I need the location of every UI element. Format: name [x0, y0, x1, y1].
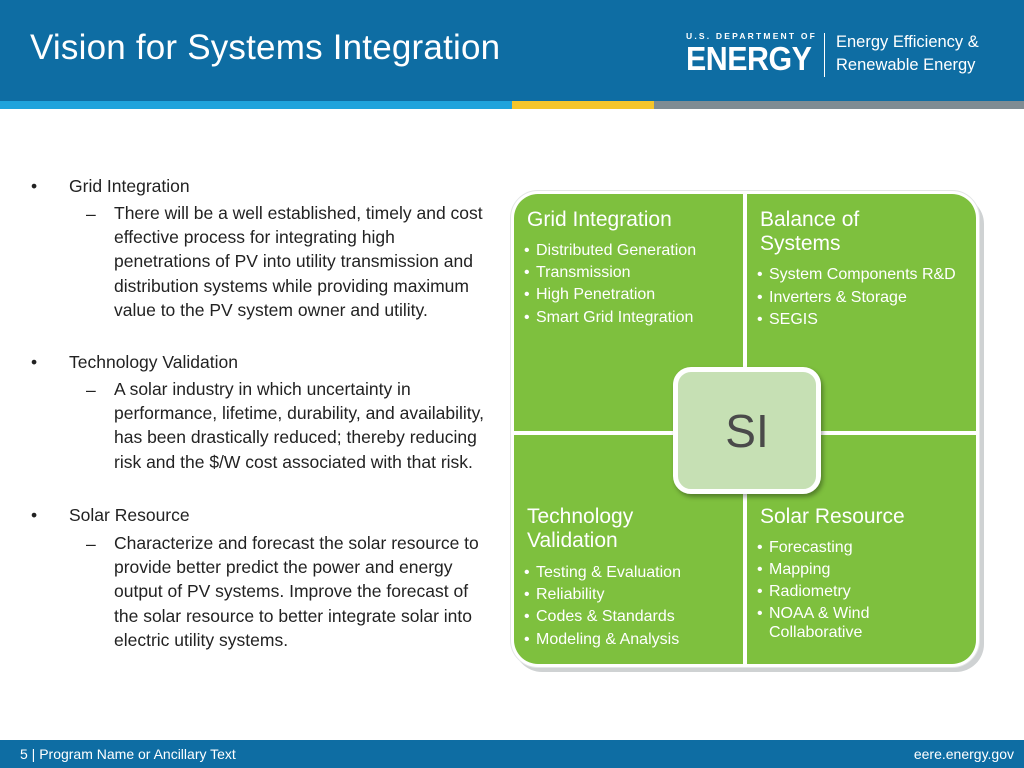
list-item: •Codes & Standards	[524, 608, 675, 626]
logo-eere-line-1: Energy Efficiency &	[836, 33, 979, 51]
footer-page-text: 5 | Program Name or Ancillary Text	[20, 746, 236, 762]
list-item: •Mapping	[757, 561, 831, 579]
doe-eere-logo: U.S. DEPARTMENT OF ENERGY Energy Efficie…	[686, 31, 1006, 81]
footer-website: eere.energy.gov	[913, 746, 1014, 762]
list-item: •Smart Grid Integration	[524, 308, 694, 326]
list-item: •High Penetration	[524, 286, 656, 304]
slide-footer: 5 | Program Name or Ancillary Text eere.…	[0, 740, 1024, 768]
bullet-detail-grid-integration: There will be a well established, timely…	[114, 203, 483, 320]
list-item: •Modeling & Analysis	[524, 630, 680, 648]
quadrant-title: Technology Validation	[527, 505, 634, 552]
quadrant-list: •System Components R&D •Inverters & Stor…	[757, 265, 962, 331]
quadrant-list: •Forecasting •Mapping •Radiometry •NOAA …	[757, 537, 907, 642]
bullet-detail-solar-resource: Characterize and forecast the solar reso…	[114, 533, 479, 650]
si-quadrant-diagram: Grid Integration •Distributed Generation…	[510, 190, 985, 672]
slide-header: Vision for Systems Integration U.S. DEPA…	[0, 0, 1024, 101]
quadrant-title: Grid Integration	[527, 208, 672, 231]
header-stripe-yellow	[512, 101, 654, 109]
bullet-content: • Grid Integration – There will be a wel…	[0, 0, 500, 700]
dash-marker: –	[86, 204, 96, 224]
logo-divider	[824, 33, 825, 77]
quadrant-balance-of-systems: Balance of Systems •System Components R&…	[747, 194, 976, 431]
list-item: •NOAA & Wind Collaborative	[757, 604, 870, 641]
si-center-box: SI	[673, 367, 821, 494]
logo-eere-line-2: Renewable Energy	[836, 56, 976, 74]
logo-energy-text: ENERGY	[686, 40, 812, 77]
list-item: •Radiometry	[757, 583, 851, 601]
quadrant-title: Solar Resource	[760, 505, 905, 528]
quadrant-list: •Distributed Generation •Transmission •H…	[524, 240, 696, 329]
list-item: •Testing & Evaluation	[524, 564, 681, 581]
list-item: •Transmission	[524, 264, 631, 282]
bullet-marker: •	[31, 176, 38, 196]
dash-marker: –	[86, 534, 96, 554]
bullet-marker: •	[31, 352, 38, 372]
header-stripe-gray	[654, 101, 1024, 109]
list-item: •Inverters & Storage	[757, 289, 907, 306]
bullet-marker: •	[31, 505, 38, 525]
list-item: •SEGIS	[757, 311, 818, 329]
list-item: •Forecasting	[757, 539, 853, 556]
slide-title: Vision for Systems Integration	[30, 28, 501, 67]
bullet-heading-solar-resource: Solar Resource	[69, 505, 190, 525]
bullet-heading-grid-integration: Grid Integration	[69, 176, 190, 196]
logo-department-text: U.S. DEPARTMENT OF	[686, 31, 818, 41]
list-item: •Reliability	[524, 586, 605, 604]
bullet-detail-technology-validation: A solar industry in which uncertainty in…	[114, 379, 484, 472]
dash-marker: –	[86, 380, 96, 400]
quadrant-title: Balance of Systems	[760, 208, 860, 255]
si-label: SI	[725, 404, 769, 457]
quadrant-list: •Testing & Evaluation •Reliability •Code…	[524, 562, 681, 651]
list-item: •Distributed Generation	[524, 242, 697, 259]
header-stripe-blue	[0, 101, 512, 109]
list-item: •System Components R&D	[757, 266, 956, 283]
bullet-heading-technology-validation: Technology Validation	[69, 352, 238, 372]
